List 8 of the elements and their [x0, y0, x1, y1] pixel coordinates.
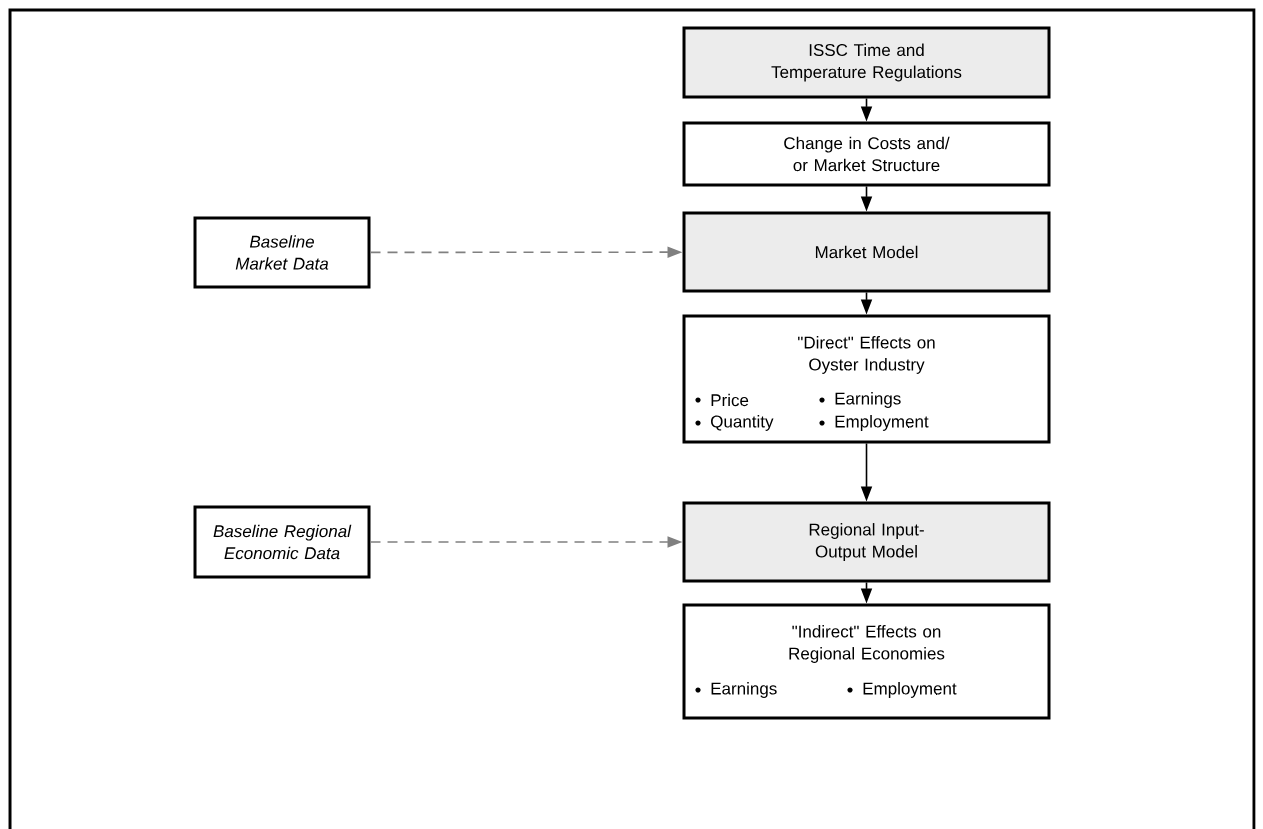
process-box: ISSC Time and Temperature Regulations	[682, 26, 1051, 99]
process-box: Change in Costs and/ or Market Structure	[682, 121, 1051, 187]
process-box: Baseline Regional Economic Data	[193, 505, 371, 579]
process-box: "Direct" Effects on Oyster Industry Price Earnings Quantity Employment	[682, 314, 1051, 444]
process-box: "Indirect" Effects on Regional Economies Earnings Employment	[682, 603, 1051, 720]
process-box: Regional Input-Output Model	[682, 501, 1051, 583]
process-box: Market Model	[682, 211, 1051, 293]
process-box: Baseline Market Data	[193, 216, 371, 289]
